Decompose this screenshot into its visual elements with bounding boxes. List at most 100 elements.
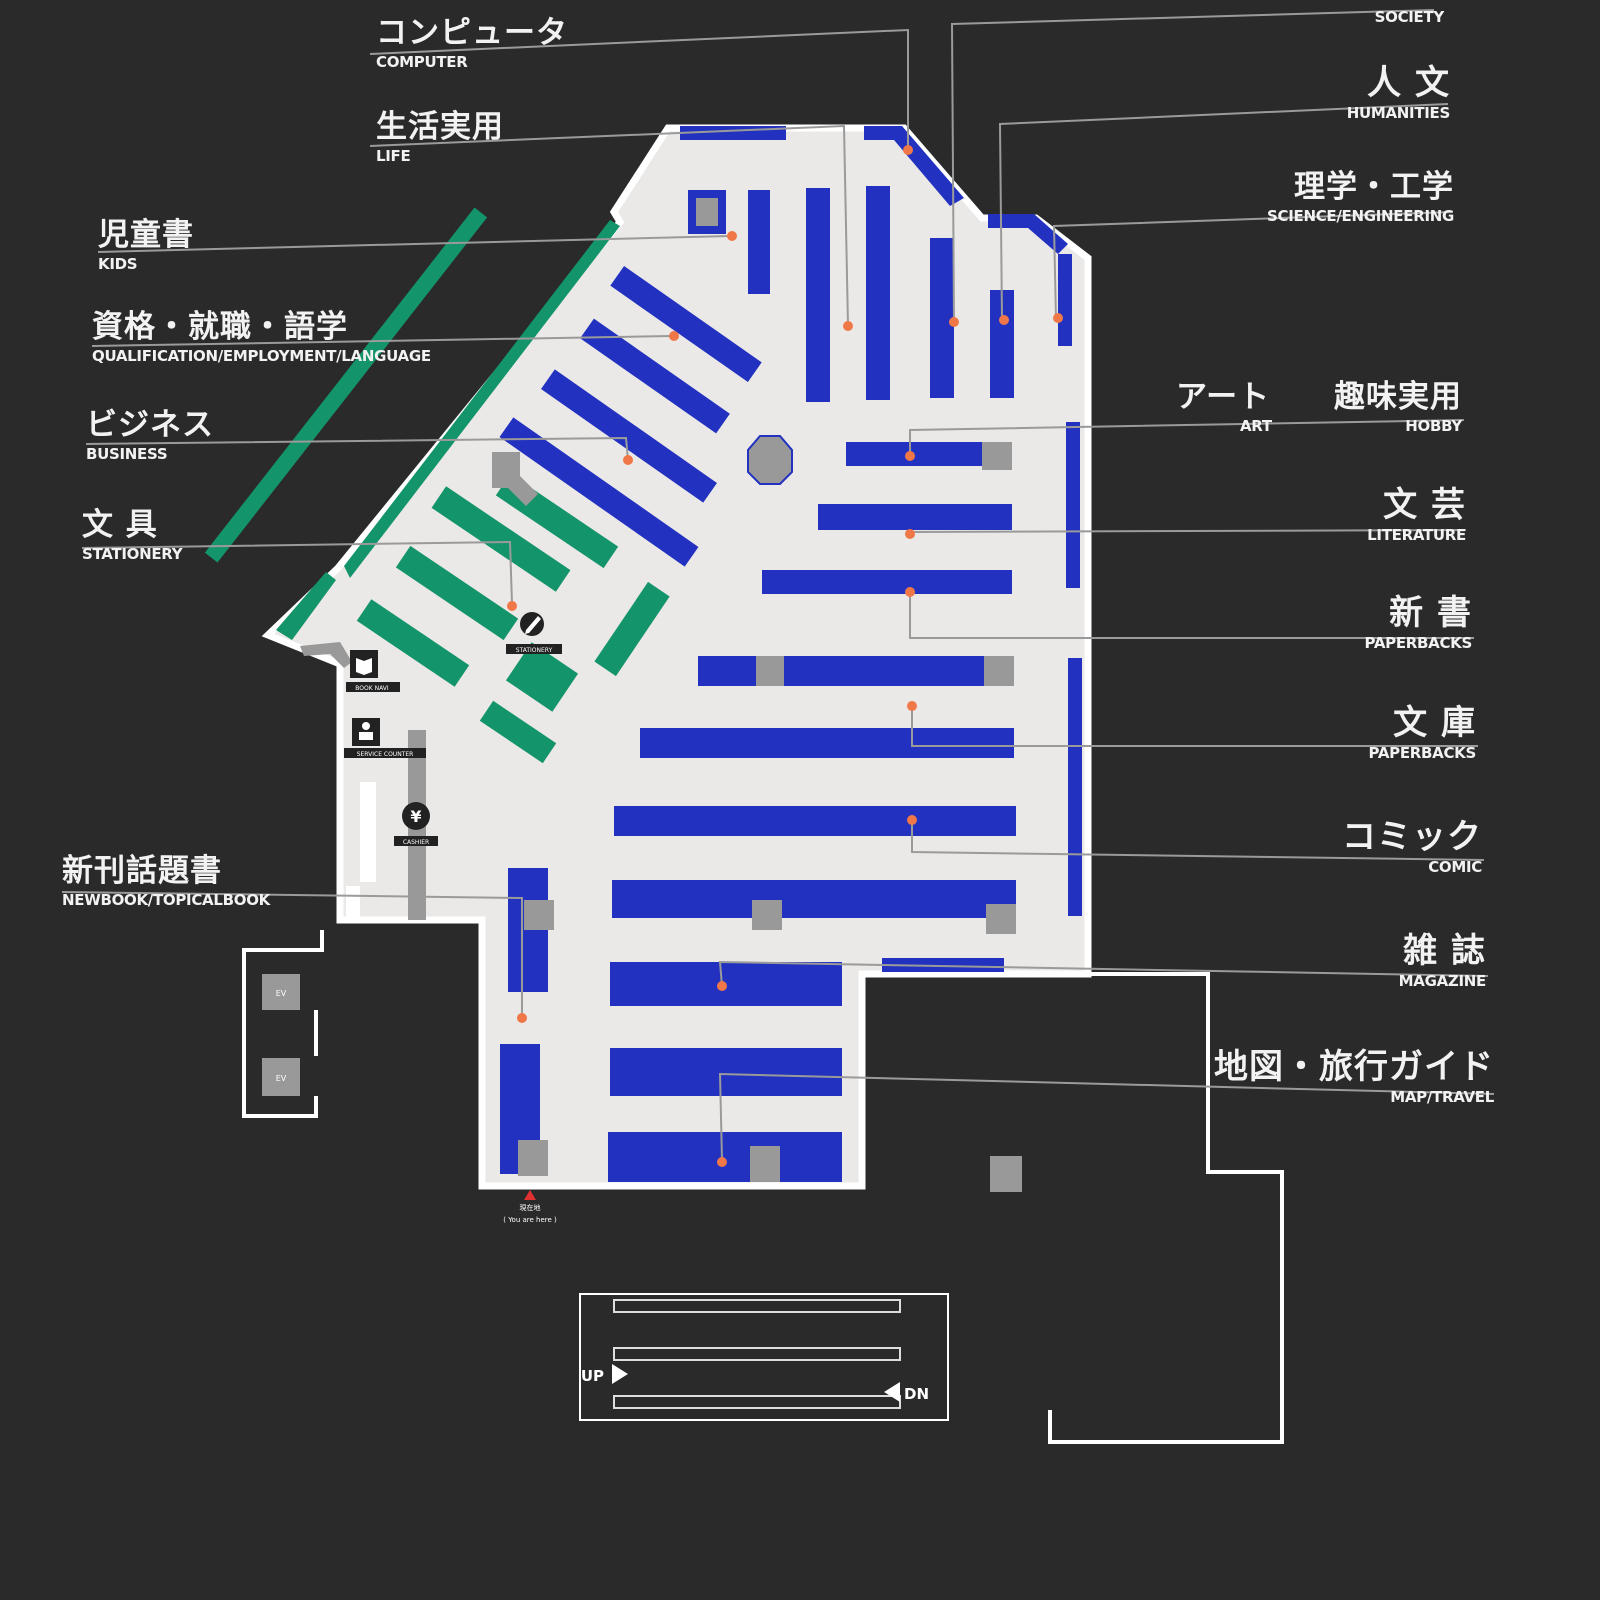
shelf-green	[276, 572, 336, 640]
section-label-jp: ビジネス	[86, 407, 214, 443]
section-label-map-travel: 地図・旅行ガイド MAP/TRAVEL	[1214, 1050, 1494, 1105]
section-label-newbook: 新刊話題書 NEWBOOK/TOPICALBOOK	[62, 856, 270, 908]
building-wall	[1048, 972, 1284, 1444]
leader-lines	[61, 9, 1495, 1161]
column	[990, 1156, 1022, 1192]
shelf-blue	[1068, 658, 1082, 916]
section-label-jp: 文 庫	[1393, 703, 1476, 743]
column	[984, 656, 1014, 686]
blue-horizontal-shelves	[500, 442, 1016, 1182]
marker	[1053, 313, 1063, 323]
hobby-label-en: HOBBY	[1405, 417, 1462, 435]
marker	[903, 145, 913, 155]
pencil-icon	[525, 616, 541, 634]
elevator-wall	[242, 930, 324, 1118]
section-label-en: LITERATURE	[1367, 526, 1466, 544]
book-icon	[356, 658, 372, 675]
marker	[507, 601, 517, 611]
yen-icon: ¥	[410, 807, 421, 826]
shelf-green	[395, 545, 519, 641]
section-label-en: BUSINESS	[86, 445, 168, 463]
marker	[905, 529, 915, 539]
shelf-blue	[762, 570, 1012, 594]
column	[756, 656, 784, 686]
stationery-label: STATIONERY	[516, 647, 553, 654]
section-label-en: PAPERBACKS	[1368, 744, 1477, 762]
service-counter-label: SERVICE COUNTER	[357, 751, 414, 758]
book-navi-label: BOOK NAVI	[355, 685, 389, 692]
section-label-en: MAP/TRAVEL	[1390, 1088, 1494, 1106]
shelf-green	[505, 642, 579, 712]
elevator	[262, 1058, 300, 1096]
section-label-en: COMIC	[1428, 858, 1482, 876]
shelf-green	[479, 700, 557, 764]
section-label-en: MAGAZINE	[1398, 972, 1487, 990]
art-label-en: ART	[1240, 417, 1272, 435]
shelf-blue	[988, 214, 1068, 254]
shelf-blue	[541, 369, 717, 503]
person-icon	[359, 732, 373, 740]
shelf-blue	[608, 1132, 842, 1182]
art-label-jp: アート	[1176, 379, 1271, 415]
column	[986, 904, 1016, 934]
shelf-blue	[614, 806, 1016, 836]
you-are-here: 現在地 ( You are here )	[503, 1190, 557, 1224]
section-label-jp: 地図・旅行ガイド	[1214, 1047, 1494, 1087]
elevator-label: EV	[276, 1074, 287, 1083]
column	[518, 1140, 548, 1176]
column	[492, 452, 538, 506]
marker	[717, 981, 727, 991]
section-label-jp: 理学・工学	[1294, 169, 1454, 205]
shelf-blue	[610, 265, 762, 383]
cashier-label: CASHIER	[403, 839, 429, 846]
section-label-magazine: 雑 誌 MAGAZINE	[1398, 931, 1487, 990]
marker	[669, 331, 679, 341]
section-label-literature: 文 芸 LITERATURE	[1367, 488, 1466, 543]
marker	[717, 1157, 727, 1167]
section-label-en: STATIONERY	[82, 545, 183, 563]
stationery-facility: STATIONERY	[506, 612, 562, 654]
person-icon	[362, 722, 370, 730]
escalator-down-label: DN	[904, 1385, 929, 1403]
shelf-blue	[499, 417, 699, 567]
blue-diagonal-shelves	[499, 265, 762, 567]
section-label-en: PAPERBACKS	[1364, 634, 1473, 652]
section-label-jp: 文 芸	[1383, 485, 1466, 525]
section-label-art-hobby: アート ART 趣味実用 HOBBY	[1176, 382, 1462, 434]
section-label-kids: 児童書 KIDS	[98, 220, 194, 272]
service-counter-facility[interactable]: SERVICE COUNTER	[344, 718, 426, 758]
section-label-qualification: 資格・就職・語学 QUALIFICATION/EMPLOYMENT/LANGUA…	[92, 312, 431, 364]
section-label-life: 生活実用 LIFE	[376, 112, 504, 164]
shelf-blue	[818, 504, 1012, 530]
shelf-blue	[1058, 254, 1072, 346]
shelf-blue	[882, 958, 1004, 972]
section-label-business: ビジネス BUSINESS	[86, 410, 214, 462]
shelf-green	[356, 599, 470, 687]
section-label-comic: コミック COMIC	[1342, 820, 1482, 875]
section-label-en: LIFE	[376, 147, 411, 165]
marker	[623, 455, 633, 465]
cashier-facility[interactable]: ¥ CASHIER	[394, 802, 438, 846]
section-label-en: SCIENCE/ENGINEERING	[1267, 207, 1454, 225]
section-label-jp: 雑 誌	[1403, 931, 1486, 971]
green-shelves	[204, 207, 670, 764]
marker	[905, 451, 915, 461]
elevators: EV EV	[262, 974, 300, 1096]
section-label-en: NEWBOOK/TOPICALBOOK	[62, 891, 270, 909]
section-label-computer: コンピュータ COMPUTER	[376, 18, 568, 70]
shelf-blue	[696, 198, 718, 226]
elevator-label: EV	[276, 989, 287, 998]
you-are-here-marker	[524, 1190, 536, 1200]
section-label-jp: 生活実用	[376, 109, 504, 145]
marker	[905, 587, 915, 597]
shelf-blue	[698, 656, 1014, 686]
section-label-jp: コンピュータ	[376, 15, 568, 51]
shelf-blue	[866, 186, 890, 400]
shelf-blue	[864, 126, 964, 206]
section-label-paperbacks-shinsho: 新 書 PAPERBACKS	[1365, 596, 1473, 651]
you-are-here-jp: 現在地	[520, 1203, 541, 1212]
book-navi-facility[interactable]: BOOK NAVI	[346, 650, 400, 692]
section-label-humanities: 人 文 HUMANITIES	[1347, 66, 1451, 121]
section-label-en: COMPUTER	[376, 53, 468, 71]
